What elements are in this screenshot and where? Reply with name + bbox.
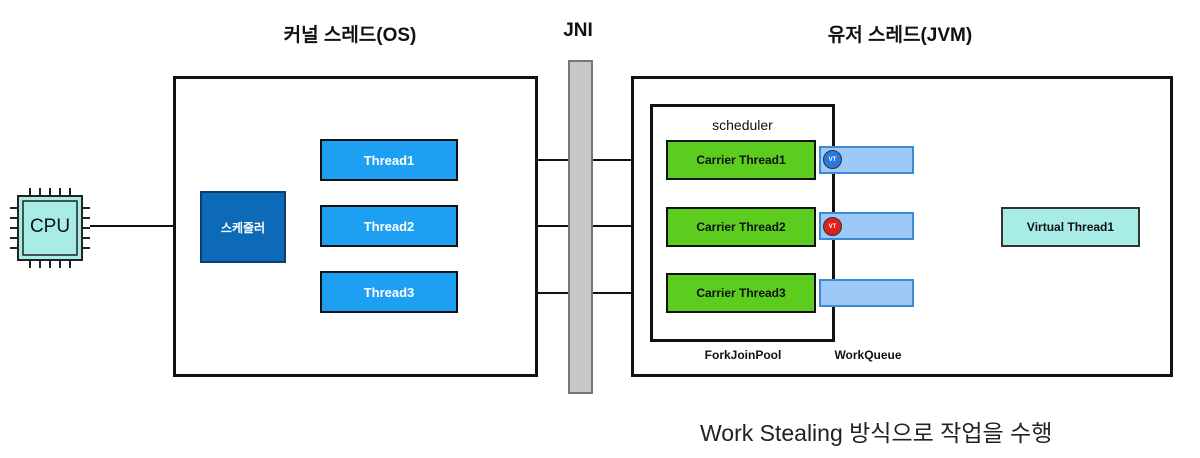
kernel-scheduler: 스케줄러 xyxy=(200,191,286,263)
scheduler-label: scheduler xyxy=(712,117,773,133)
virtual-thread-1: Virtual Thread1 xyxy=(1001,207,1140,247)
vt-badge-2: VT xyxy=(823,217,842,236)
os-thread-2: Thread2 xyxy=(320,205,458,247)
cpu-label: CPU xyxy=(29,216,71,237)
user-threads-heading: 유저 스레드(JVM) xyxy=(827,25,973,46)
forkjoinpool-label: ForkJoinPool xyxy=(704,348,782,362)
os-thread-3: Thread3 xyxy=(320,271,458,313)
footer-note: Work Stealing 방식으로 작업을 수행 xyxy=(700,420,1053,446)
workqueue-label: WorkQueue xyxy=(834,348,902,362)
cpu-chip: CPU xyxy=(8,186,92,270)
os-thread-1: Thread1 xyxy=(320,139,458,181)
carrier-thread-3: Carrier Thread3 xyxy=(666,273,816,313)
vt-badge-1: VT xyxy=(823,150,842,169)
jni-bar xyxy=(568,60,593,394)
cpu-chip-icon xyxy=(10,188,90,268)
carrier-thread-1: Carrier Thread1 xyxy=(666,140,816,180)
kernel-threads-heading: 커널 스레드(OS) xyxy=(283,25,417,46)
jni-heading: JNI xyxy=(563,20,593,41)
carrier-thread-2: Carrier Thread2 xyxy=(666,207,816,247)
work-queue-3 xyxy=(819,279,914,307)
